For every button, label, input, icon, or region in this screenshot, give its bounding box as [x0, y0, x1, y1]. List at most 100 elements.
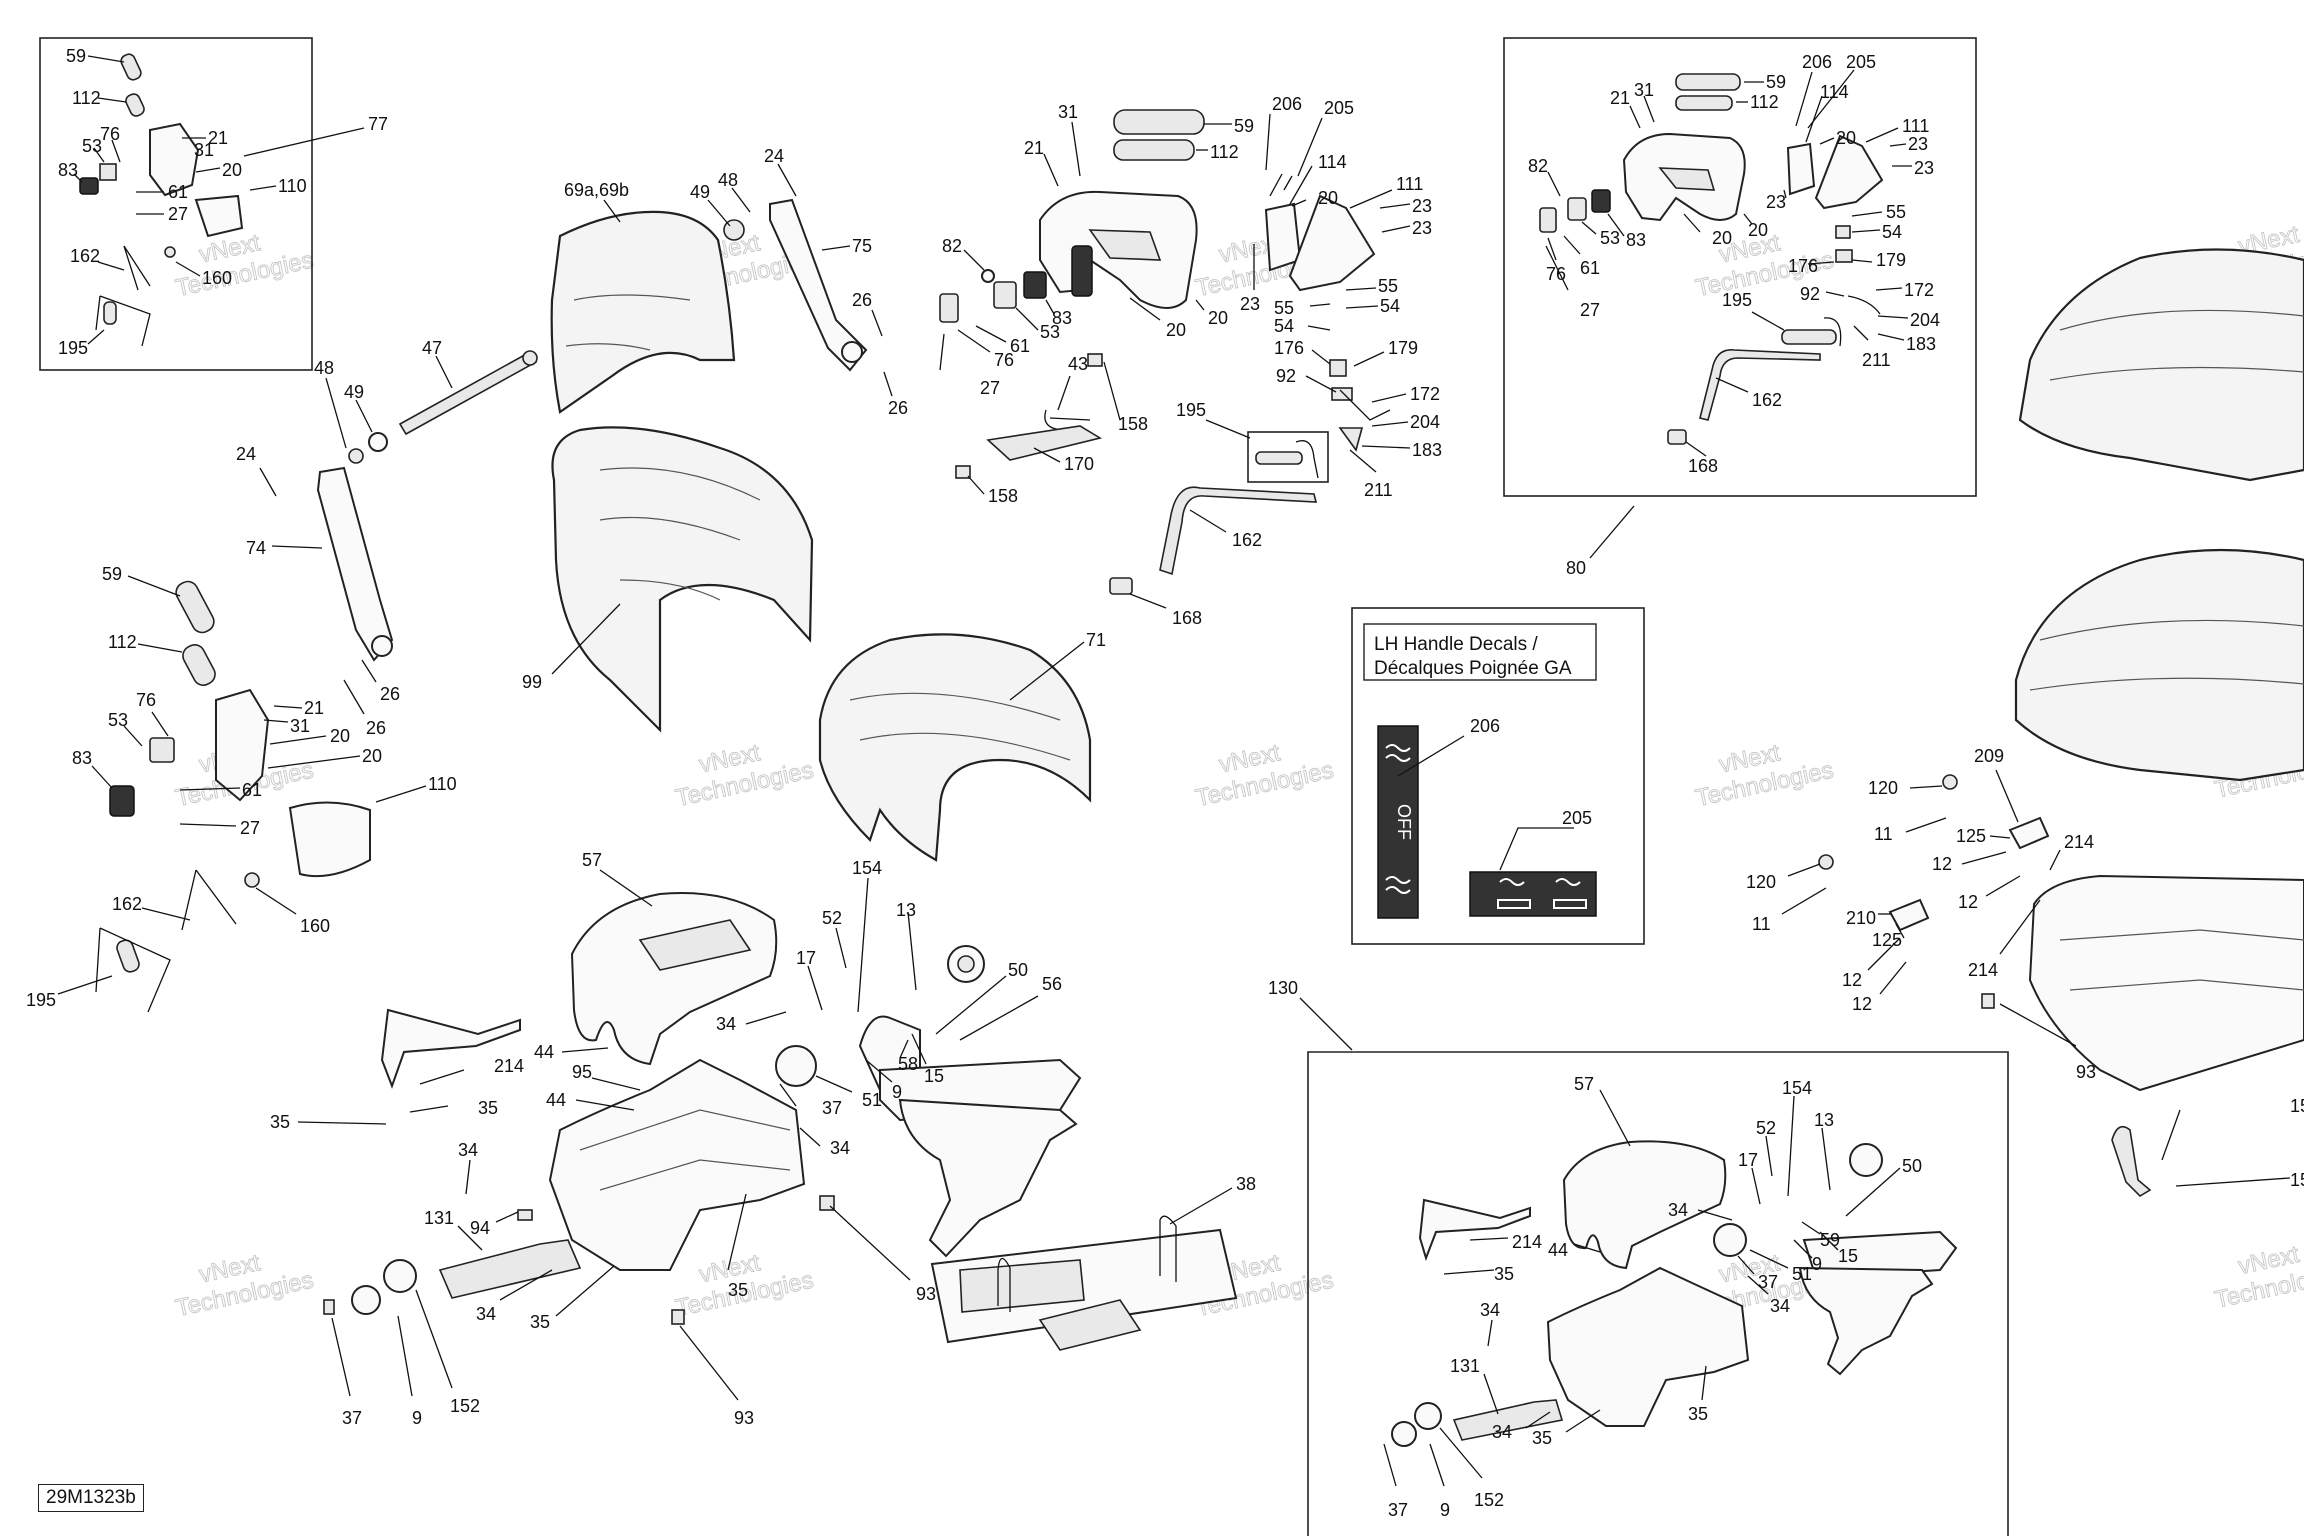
part-cover-110 — [288, 801, 371, 878]
callout-59: 59 — [102, 564, 122, 584]
callout-23: 23 — [1914, 158, 1934, 178]
callout-35: 35 — [270, 1112, 290, 1132]
callout-48: 48 — [718, 170, 738, 190]
part-switch-83 — [1591, 189, 1611, 213]
callout-214: 214 — [1968, 960, 1998, 980]
callout-210: 210 — [1846, 908, 1876, 928]
callout-76: 76 — [994, 350, 1014, 370]
tube-end — [522, 350, 538, 366]
callout-23: 23 — [1240, 294, 1260, 314]
callouts-right: 209 120 11 125 214 12 12 120 11 210 125 … — [1746, 746, 2304, 1190]
callout-9: 9 — [1440, 1500, 1450, 1520]
part-wire-195-hook — [1823, 317, 1842, 347]
part-tube-131 — [1452, 1399, 1564, 1441]
callouts-handle: 31 21 59 112 206 205 114 111 82 20 23 23… — [939, 94, 1442, 628]
seat-heat-icon — [1497, 878, 1531, 909]
callout-206: 206 — [1470, 716, 1500, 736]
callout-21: 21 — [1610, 88, 1630, 108]
callout-112: 112 — [72, 88, 101, 108]
callout-49: 49 — [344, 382, 364, 402]
callout-120: 120 — [1746, 872, 1776, 892]
callout-23: 23 — [1412, 196, 1432, 216]
part-cable-162 — [1159, 486, 1318, 576]
heat-waves-icon — [1385, 744, 1411, 762]
callout-34: 34 — [458, 1140, 478, 1160]
part-bracket-210 — [1888, 898, 1930, 932]
callout-12: 12 — [1852, 994, 1872, 1014]
part-handle-bracket — [215, 688, 270, 802]
callout-26: 26 — [888, 398, 908, 418]
part-tube-131 — [438, 1239, 582, 1299]
callout-27: 27 — [980, 378, 1000, 398]
handle-opening — [1088, 229, 1162, 261]
part-wire-frame — [95, 295, 151, 347]
callout-11: 11 — [1874, 824, 1893, 844]
callout-35: 35 — [478, 1098, 498, 1118]
callout-82: 82 — [942, 236, 962, 256]
part-backrest-69 — [550, 210, 736, 414]
lower-frame-assembly: 57 154 52 13 17 50 56 34 44 58 15 214 95… — [270, 850, 1256, 1428]
callout-20: 20 — [1166, 320, 1186, 340]
callout-205: 205 — [1324, 98, 1354, 118]
callout-52: 52 — [822, 908, 842, 928]
board-block-2 — [1038, 1299, 1142, 1351]
callout-80: 80 — [1566, 558, 1586, 578]
callout-43: 43 — [1068, 354, 1088, 374]
callout-94: 94 — [470, 1218, 490, 1238]
callout-93: 93 — [2076, 1062, 2096, 1082]
part-disc-51 — [775, 1045, 817, 1087]
callout-131: 131 — [424, 1208, 454, 1228]
part-mechanism-58 — [1798, 1266, 1934, 1376]
callout-53: 53 — [1040, 322, 1060, 342]
callout-205: 205 — [1562, 808, 1592, 828]
part-grip-112 — [182, 644, 216, 686]
callout-214: 214 — [1512, 1232, 1542, 1252]
callout-160: 160 — [202, 268, 232, 288]
callout-83: 83 — [1626, 230, 1646, 250]
part-wire-195 — [116, 939, 140, 973]
part-connector-55 — [1835, 225, 1851, 239]
callout-47: 47 — [422, 338, 442, 358]
callout-56: 56 — [1042, 974, 1062, 994]
callout-12: 12 — [1932, 854, 1952, 874]
inset-frame — [1503, 37, 1977, 497]
callout-54: 54 — [1380, 296, 1400, 316]
callout-34: 34 — [1668, 1200, 1688, 1220]
callouts-tl: 59 112 21 31 53 76 20 83 61 27 110 162 1… — [58, 46, 388, 358]
callout-34: 34 — [1770, 1296, 1790, 1316]
callout-9: 9 — [1812, 1254, 1822, 1274]
callout-176: 176 — [1788, 256, 1818, 276]
callout-131: 131 — [1450, 1356, 1480, 1376]
callout-50: 50 — [1008, 960, 1028, 980]
part-bracket-209 — [2008, 816, 2050, 850]
part-grip-59 — [120, 53, 142, 81]
callout-183: 183 — [1906, 334, 1936, 354]
callout-37: 37 — [1388, 1500, 1408, 1520]
part-seat-frame-57 — [570, 892, 778, 1066]
part-connector-158 — [955, 465, 971, 479]
part-grip-112 — [1113, 139, 1195, 161]
callout-27: 27 — [1580, 300, 1600, 320]
decal-panel-frame — [1351, 607, 1645, 945]
callout-82: 82 — [1528, 156, 1548, 176]
part-cable-162 — [1699, 349, 1821, 421]
callout-76: 76 — [100, 124, 120, 144]
part-bolt-120 — [1818, 854, 1834, 870]
callout-76: 76 — [136, 690, 156, 710]
callout-160: 160 — [300, 916, 330, 936]
part-bolt-82 — [981, 269, 995, 283]
callout-13: 13 — [1814, 1110, 1834, 1130]
callout-52: 52 — [1756, 1118, 1776, 1138]
part-washer-49 — [368, 432, 388, 452]
seat-lower-contour — [2029, 619, 2304, 691]
main-backrest-assembly: 69a,69b 49 48 24 75 26 26 47 48 49 24 74… — [26, 146, 1106, 1013]
callout-9: 9 — [892, 1082, 902, 1102]
callout-211: 211 — [1364, 480, 1393, 500]
callout-183: 183 — [1412, 440, 1442, 460]
part-wire-172 — [1847, 295, 1881, 315]
